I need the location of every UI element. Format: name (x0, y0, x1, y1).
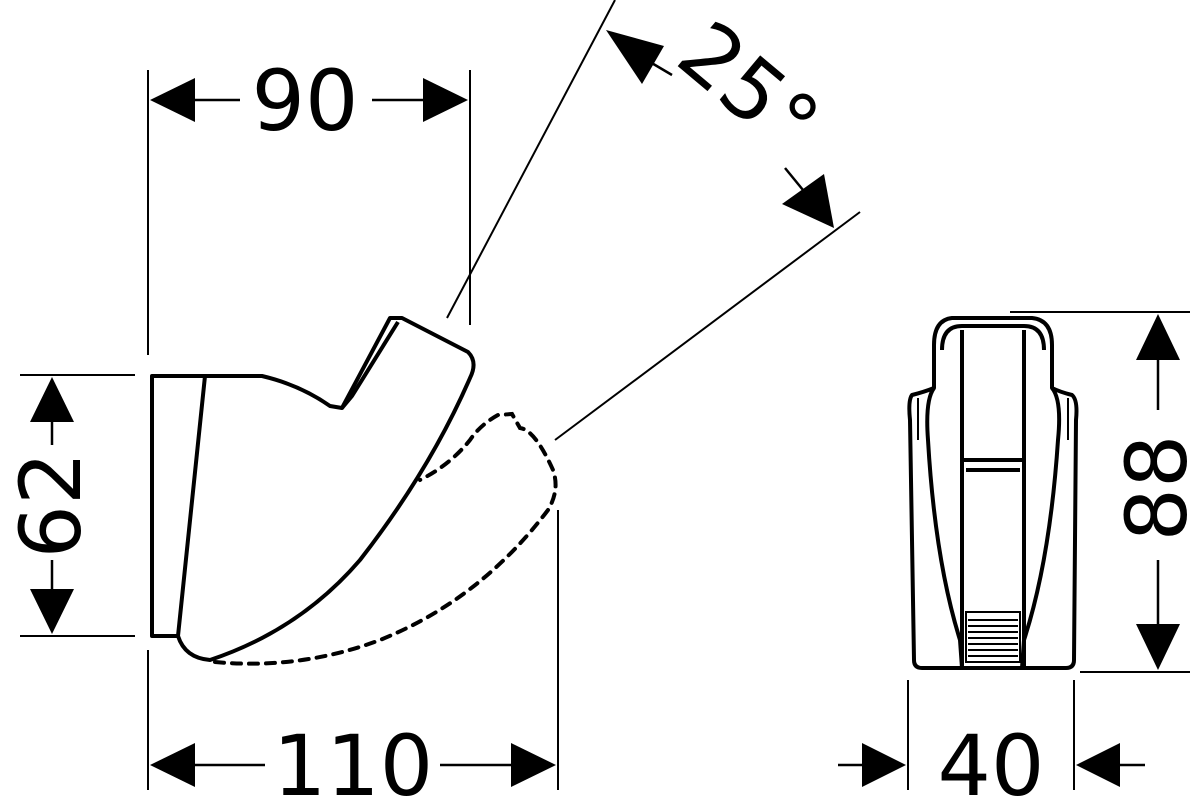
arrow-88-top (1136, 314, 1180, 360)
side-view: 90 110 62 25° (2, 0, 861, 800)
front-inner-left (925, 386, 964, 669)
angle-ext-line-lower (554, 211, 861, 441)
angle-ext-line-upper (446, 0, 616, 319)
arrow-110-right (511, 743, 556, 787)
front-left-fin (917, 398, 1069, 440)
arrow-90-right (423, 78, 468, 122)
grip-area (965, 611, 1021, 663)
rotated-position-outline (213, 411, 558, 666)
dim-label-88: 88 (1108, 435, 1200, 542)
holder-body (176, 316, 476, 662)
arrow-angle-upper (606, 30, 664, 84)
front-center-channel (960, 330, 1026, 668)
arrow-40-left (862, 743, 906, 787)
arrow-62-top (30, 377, 74, 422)
front-body-outline (907, 316, 1079, 670)
arrow-88-bottom (1136, 624, 1180, 670)
dim-label-62: 62 (2, 452, 100, 559)
front-inner-right (1020, 386, 1062, 669)
grip-ribs (968, 619, 1018, 657)
dim-label-110: 110 (273, 717, 433, 800)
front-view: 88 40 (838, 311, 1200, 800)
dim-line-angle-lower (784, 167, 804, 191)
dim-label-40: 40 (938, 717, 1045, 800)
dim-label-90: 90 (252, 52, 359, 150)
arrow-angle-lower (782, 174, 834, 228)
arrow-90-left (150, 78, 195, 122)
dim-label-angle: 25° (660, 2, 837, 173)
arrow-110-left (150, 743, 195, 787)
holder-socket (340, 320, 400, 410)
arrow-62-bottom (30, 589, 74, 634)
holder-outline (150, 374, 207, 638)
front-top-ring (940, 324, 1046, 351)
dim-line-angle-upper (649, 60, 673, 77)
arrow-40-right (1076, 743, 1120, 787)
